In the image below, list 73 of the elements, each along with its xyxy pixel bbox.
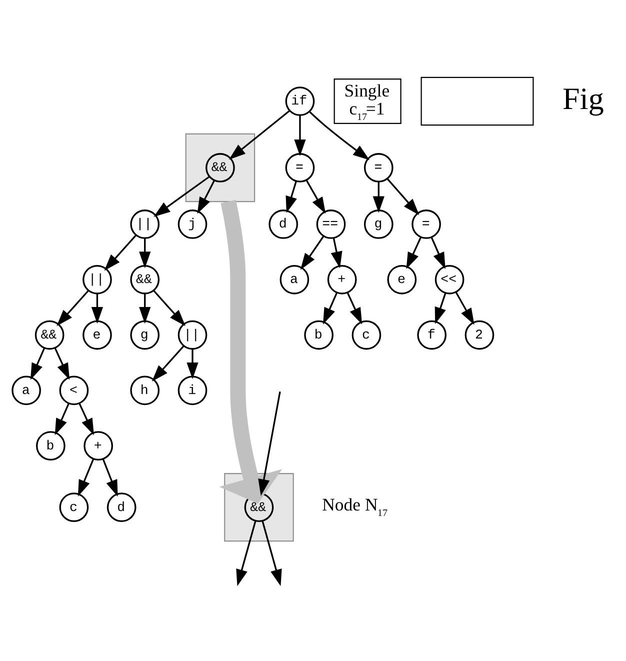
label: Fig [562, 80, 604, 116]
node-circle: b [36, 430, 66, 460]
arrow [219, 390, 282, 504]
arrow [78, 458, 94, 496]
arrow [322, 292, 338, 324]
node-circle: b [304, 320, 334, 350]
arrow [139, 238, 151, 268]
node-circle: g [130, 320, 160, 350]
arrow [139, 293, 151, 324]
node-box: Single c$_{17}$=1 [334, 78, 402, 124]
node-circle: = [285, 152, 315, 182]
node-circle: + [84, 430, 113, 460]
arrow [186, 348, 198, 379]
node-circle: < [59, 375, 89, 405]
cluster [224, 472, 294, 542]
node-circle: e [387, 264, 417, 294]
arrow [430, 236, 446, 269]
node-circle: && [130, 264, 160, 294]
arrow [330, 238, 342, 268]
node-circle: == [316, 209, 346, 238]
node-circle: d [106, 492, 136, 522]
node-circle: || [130, 209, 160, 238]
node-circle: a [12, 375, 41, 405]
arrow [300, 235, 324, 270]
arrow [104, 234, 137, 270]
node-circle: = [412, 209, 441, 238]
node-box [420, 76, 534, 126]
arrow [152, 344, 184, 381]
arrow [236, 520, 256, 586]
node-circle: && [244, 492, 274, 522]
node-circle: i [178, 375, 208, 405]
node-circle: a [280, 264, 310, 294]
arrow [91, 293, 104, 324]
node-circle: = [364, 152, 394, 182]
arrow [153, 289, 186, 326]
arrow [30, 347, 46, 380]
cluster [185, 132, 256, 202]
arrow [228, 110, 290, 160]
arrow [54, 347, 70, 380]
arrow [294, 114, 306, 156]
node-circle: c [352, 320, 382, 350]
arrow [306, 179, 326, 214]
arrow [286, 180, 297, 213]
node-circle: 2 [464, 320, 494, 350]
arrow [102, 458, 118, 496]
arrow [455, 291, 474, 324]
node-circle: && [206, 152, 235, 182]
node-circle: g [364, 209, 394, 238]
node-circle: c [59, 492, 89, 522]
arrow [78, 402, 94, 435]
arrow [434, 292, 446, 324]
arrow [54, 402, 70, 435]
node-circle: && [34, 320, 64, 350]
node-circle: f [417, 320, 446, 350]
arrow [262, 520, 282, 586]
arrow [309, 110, 370, 160]
arrow [372, 181, 384, 212]
node-circle: j [178, 209, 208, 238]
arrow [154, 175, 210, 216]
node-circle: h [130, 375, 160, 405]
node-circle: d [268, 209, 298, 238]
node-circle: e [82, 320, 112, 350]
arrow [346, 292, 362, 324]
arrow [56, 289, 90, 326]
node-circle: if [285, 86, 315, 116]
node-label: Node N$_{17}$ [322, 494, 388, 518]
arrow [386, 178, 420, 215]
node-circle: << [434, 264, 464, 294]
node-circle: || [178, 320, 208, 350]
node-circle: || [82, 264, 112, 294]
node-circle: + [327, 264, 357, 294]
arrow [406, 236, 422, 269]
arrow [197, 179, 216, 214]
